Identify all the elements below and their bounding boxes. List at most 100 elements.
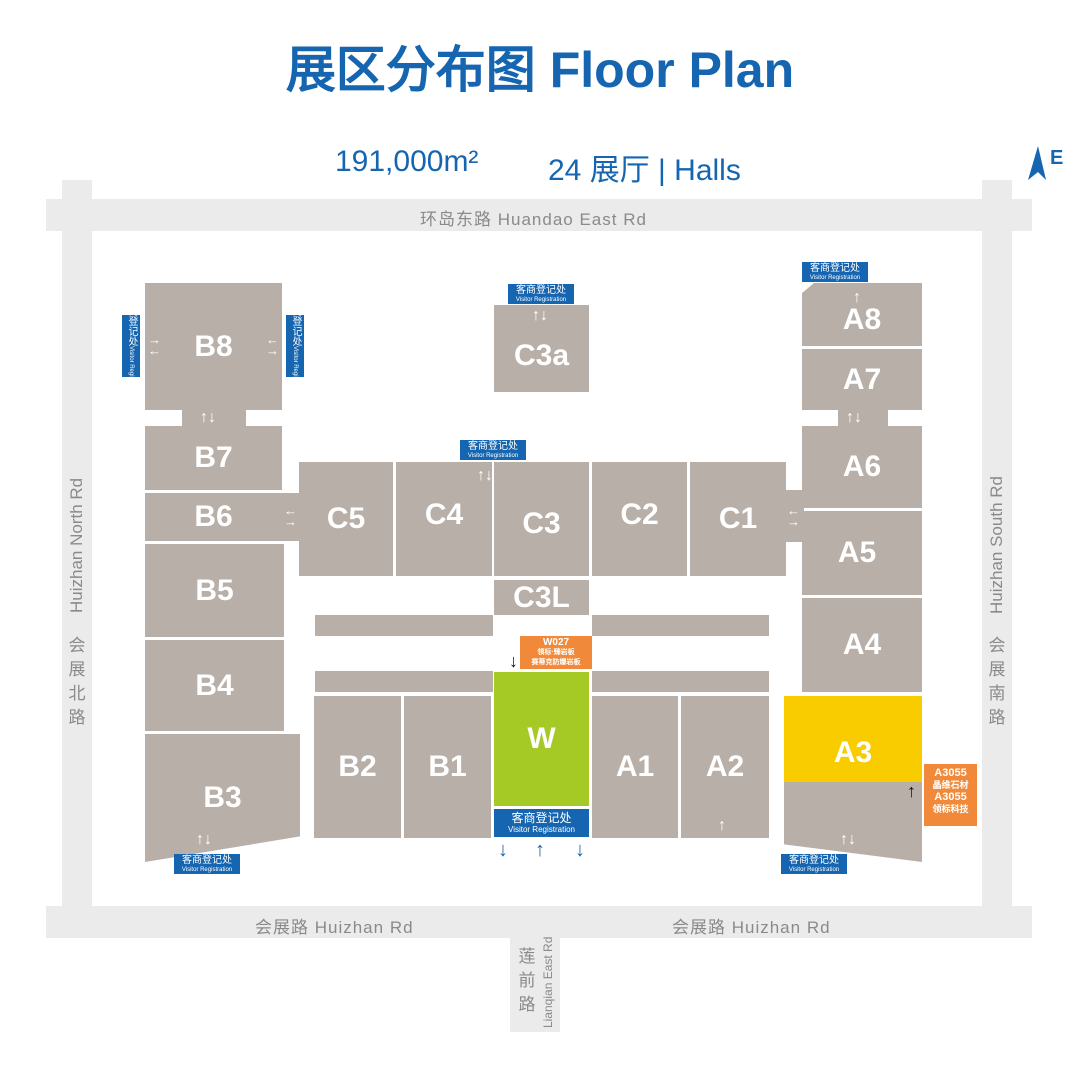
road-left-label: Huizhan North Rd 会 展 北 路: [62, 470, 92, 730]
booth-a3055-1-code: A3055: [934, 767, 967, 779]
hall-c5-label: C5: [326, 502, 366, 535]
hall-b5-label: B5: [195, 573, 234, 607]
hall-a3-label: A3: [833, 736, 873, 769]
total-area: 191,000m²: [335, 145, 479, 178]
road-bottom-vertical: [510, 906, 560, 1032]
compass-east-icon: E: [1028, 146, 1063, 180]
road-right-zh-2: 南: [988, 684, 1006, 703]
hall-a5[interactable]: A5: [802, 511, 922, 595]
hall-c1-label: C1: [718, 502, 758, 535]
hall-a6-label: A6: [842, 450, 882, 483]
booth-a3055-2-code: A3055: [934, 791, 967, 803]
hall-b4-label: B4: [195, 668, 234, 702]
hall-b3[interactable]: B3: [145, 734, 300, 862]
hall-b2[interactable]: B2: [314, 696, 401, 838]
booth-a3055-1-name: 晶维石材: [932, 780, 969, 790]
hall-a3[interactable]: A3: [784, 696, 922, 782]
booth-w027-line2: 赛蒂克防爆岩板: [531, 659, 581, 666]
arrows-c3a: ↑↓: [532, 307, 548, 324]
hall-a8[interactable]: A8: [802, 283, 922, 346]
hall-c1[interactable]: C1: [690, 462, 786, 576]
hall-a2-label: A2: [705, 750, 745, 783]
hall-a3-annex: [784, 782, 922, 862]
hall-b6[interactable]: B6: [145, 493, 282, 541]
hall-w[interactable]: W: [494, 672, 589, 806]
booth-a3055-marker-icon: ↑: [907, 781, 916, 801]
hall-a7-label: A7: [842, 362, 882, 396]
hall-b8[interactable]: B8: [145, 283, 282, 410]
hall-b8-label: B8: [194, 329, 233, 363]
hall-b1[interactable]: B1: [404, 696, 491, 838]
registration-b8-right: 客商登记处Visitor Registration: [286, 315, 304, 377]
road-bottom-zh-2: 路: [518, 995, 536, 1014]
arrows-b3-b2: ←→: [300, 758, 313, 784]
hall-c4-label: C4: [424, 498, 464, 531]
hall-a1-label: A1: [615, 750, 655, 783]
registration-b8-left: 客商登记处Visitor Registration: [122, 315, 140, 377]
hall-c3a[interactable]: C3a: [494, 305, 589, 392]
booth-a3055-tag[interactable]: A3055 晶维石材 A3055 领标科技: [924, 764, 977, 826]
hall-b7[interactable]: B7: [145, 426, 282, 490]
hall-c4[interactable]: C4: [396, 462, 492, 576]
hall-c5[interactable]: C5: [299, 462, 393, 576]
hall-c3l-label: C3L: [513, 580, 570, 614]
hall-c2[interactable]: C2: [592, 462, 687, 576]
arrows-b3-registration: ↑↓: [196, 831, 212, 848]
hall-b5[interactable]: B5: [145, 544, 284, 637]
connector-b8-b7: [182, 408, 246, 430]
booth-w027-code: W027: [542, 637, 570, 648]
hall-a7[interactable]: A7: [802, 349, 922, 410]
hall-b6-label: B6: [194, 500, 233, 533]
hall-b4[interactable]: B4: [145, 640, 284, 731]
road-right-label: Huizhan South Rd 会 展 南 路: [982, 470, 1012, 730]
road-left-zh-1: 展: [68, 660, 86, 679]
arrows-a7-a6: ↑↓: [846, 409, 862, 426]
arrow-w-down-right: ↓: [575, 839, 585, 861]
hall-a2[interactable]: A2: [681, 696, 769, 838]
hall-c3-label: C3: [522, 507, 561, 540]
hall-c3a-label: C3a: [513, 338, 570, 372]
hall-a1[interactable]: A1: [592, 696, 678, 838]
corridor-upper-left: [315, 615, 493, 636]
road-right-zh-0: 会: [988, 636, 1006, 655]
arrow-w-down-left: ↓: [498, 839, 508, 861]
booth-w027-tag[interactable]: W027 领标·臻岩板 赛蒂克防爆岩板: [520, 636, 592, 669]
hall-a8-label: A8: [842, 302, 882, 336]
hall-b7-label: B7: [194, 441, 233, 474]
hall-a4-label: A4: [842, 628, 882, 661]
hall-a6[interactable]: A6: [802, 426, 922, 508]
connector-a7-a6: [838, 408, 888, 430]
arrows-c4-c3: ↑↓: [477, 467, 493, 484]
road-bottom-zh-1: 前: [518, 971, 536, 990]
road-right-zh-3: 路: [988, 708, 1006, 727]
road-bottom-vertical-zh: 莲 前 路: [518, 945, 536, 1017]
hall-a4[interactable]: A4: [802, 598, 922, 692]
arrows-a3-registration: ↑↓: [840, 831, 856, 848]
road-right: [982, 180, 1012, 938]
compass-label: E: [1050, 147, 1063, 169]
road-left-zh-0: 会: [68, 636, 86, 655]
page-title: 展区分布图 Floor Plan: [285, 42, 795, 98]
hall-c2-label: C2: [620, 498, 659, 531]
road-left-zh-2: 北: [68, 684, 86, 703]
road-bottom-right-label: 会展路 Huizhan Rd: [672, 918, 831, 937]
hall-w-label: W: [527, 722, 556, 755]
hall-a5-label: A5: [837, 536, 877, 569]
arrows-b8-b7: ↑↓: [200, 409, 216, 426]
road-bottom-left-label: 会展路 Huizhan Rd: [255, 918, 414, 937]
hall-c3[interactable]: C3: [494, 462, 589, 576]
road-left: [62, 180, 92, 938]
arrows-c1-a5: ←→: [787, 503, 800, 529]
corridor-lower-right: [592, 671, 769, 692]
hall-c3l[interactable]: C3L: [494, 580, 589, 615]
arrows-b6-c5: ←→: [284, 503, 297, 529]
booth-w027-line1: 领标·臻岩板: [537, 649, 575, 656]
hall-count: 24 展厅 | Halls: [548, 154, 741, 187]
road-top-label: 环岛东路 Huandao East Rd: [420, 210, 647, 229]
corridor-lower-left: [315, 671, 493, 692]
